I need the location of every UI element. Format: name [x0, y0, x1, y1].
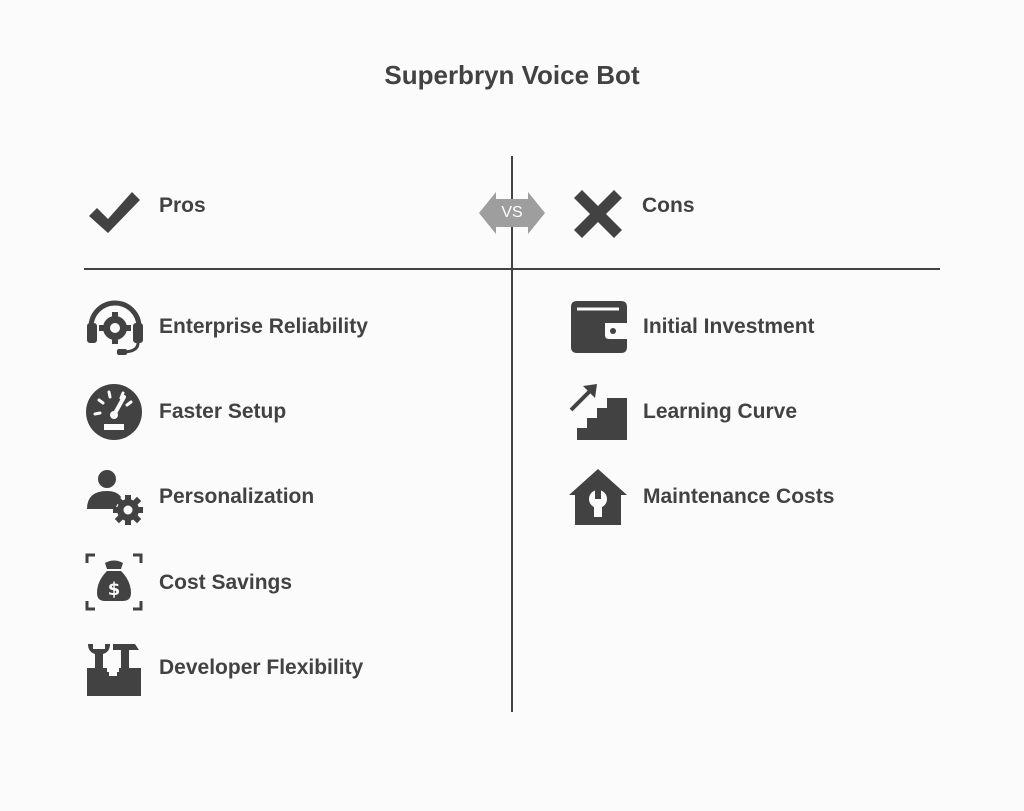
item-label: Enterprise Reliability — [159, 315, 368, 338]
money-bag-icon: $ — [85, 553, 145, 613]
cons-item-learning-curve: Learning Curve — [569, 382, 949, 442]
user-gear-icon — [85, 467, 145, 527]
wallet-icon — [569, 297, 629, 357]
item-label: Learning Curve — [643, 400, 798, 423]
item-label: Personalization — [159, 485, 315, 508]
item-label: Cost Savings — [159, 571, 293, 594]
cons-item-initial-investment: Initial Investment — [569, 297, 949, 357]
headset-gear-icon — [85, 297, 145, 357]
center-divider — [511, 156, 513, 712]
vs-label: VS — [501, 204, 523, 221]
pros-item-cost-savings: $ Cost Savings — [85, 553, 485, 613]
speedometer-icon — [85, 382, 145, 442]
tools-icon — [85, 638, 145, 698]
item-label: Developer Flexibility — [159, 656, 364, 679]
header-divider — [84, 268, 940, 270]
page-title: Superbryn Voice Bot — [384, 60, 640, 90]
pros-item-personalization: Personalization — [85, 467, 485, 527]
x-mark-icon — [570, 186, 626, 242]
cons-heading: Cons — [642, 194, 695, 217]
stairs-arrow-icon — [569, 382, 629, 442]
item-label: Faster Setup — [159, 400, 287, 423]
pros-heading: Pros — [159, 194, 206, 217]
house-wrench-icon — [569, 467, 629, 527]
pros-item-faster-setup: Faster Setup — [85, 382, 485, 442]
pros-item-developer-flexibility: Developer Flexibility — [85, 638, 485, 698]
cons-item-maintenance-costs: Maintenance Costs — [569, 467, 949, 527]
vs-badge: VS — [479, 188, 545, 238]
pros-item-enterprise-reliability: Enterprise Reliability — [85, 297, 485, 357]
checkmark-icon — [86, 187, 142, 243]
svg-text:$: $ — [108, 579, 121, 600]
item-label: Maintenance Costs — [643, 485, 835, 508]
item-label: Initial Investment — [643, 315, 815, 338]
